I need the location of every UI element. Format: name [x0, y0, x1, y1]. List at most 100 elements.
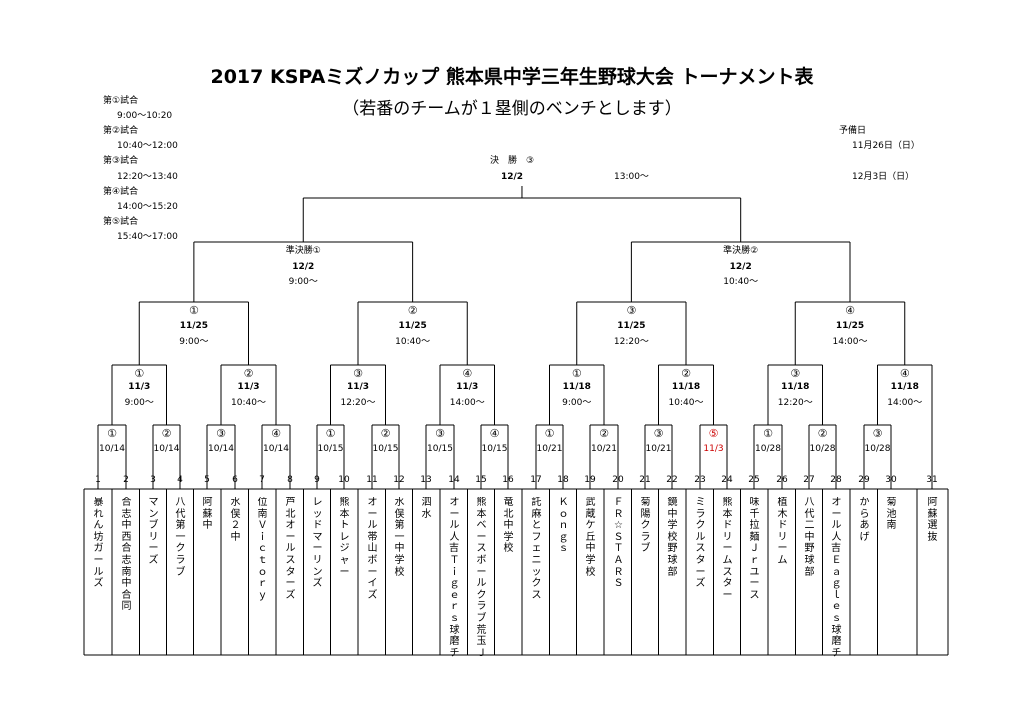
round1-match-date: 10/21 [536, 444, 563, 454]
reserve-date: 12月3日（日） [852, 172, 915, 182]
round1-match-date: 10/14 [153, 444, 180, 454]
quarterfinal-date: 11/25 [179, 321, 209, 331]
team-name: 鏡中学校野球部 [667, 497, 678, 578]
team-number: 3 [150, 475, 156, 485]
team-name: 竜北中学校 [503, 497, 514, 555]
team-name: 託麻とフェニックス [531, 497, 542, 601]
team-name: 芦北オールスターズ [285, 497, 296, 601]
round16-match-mark: ④ [462, 367, 473, 380]
round16-match-date: 11/3 [128, 382, 151, 392]
round1-match-mark: ① [544, 427, 555, 440]
round1-match-date: 10/15 [317, 444, 344, 454]
team-name: 合志中西合志南中合同 [121, 497, 132, 613]
round16-match-time: 14:00～ [887, 398, 923, 408]
team-name: 阿蘇選抜 [927, 497, 938, 543]
team-number: 11 [366, 475, 378, 485]
team-name: 熊本ドリームスター [722, 497, 733, 601]
round16-match-time: 10:40～ [231, 398, 266, 408]
round16-match-date: 11/18 [671, 382, 701, 392]
team-name: 熊本トレジャー [339, 497, 350, 578]
round1-match-mark: ④ [489, 427, 500, 440]
schedule-time: 12:20～13:40 [117, 172, 178, 182]
round1-match-mark: ② [161, 427, 172, 440]
schedule-label: 第①試合 [103, 96, 139, 106]
quarterfinal-time: 9:00～ [179, 337, 209, 347]
round16-match-time: 9:00～ [124, 398, 154, 408]
round16-match-time: 12:20～ [777, 398, 813, 408]
semifinal-label: 準決勝① [285, 246, 321, 256]
round1-match-mark: ② [380, 427, 391, 440]
team-number: 30 [885, 475, 897, 485]
team-name: オール人吉・Ｅａｇｌｅｓ球磨チーム絆 [831, 497, 842, 657]
round1-match-date: 10/21 [645, 444, 672, 454]
team-name: 菊陽クラブ [640, 497, 651, 555]
schedule-time: 9:00～10:20 [117, 111, 173, 121]
team-name: 位南Ｖｉｃｔｏｒｙ [257, 497, 268, 601]
schedule-label: 第⑤試合 [103, 217, 139, 227]
team-number: 1 [95, 475, 101, 485]
team-name: ＦＲ☆ＳＴＡＲＳ [613, 497, 624, 590]
semifinal-time: 10:40～ [723, 277, 759, 287]
team-name: 暴れん坊ガールズ [93, 497, 104, 590]
round16-match-mark: ② [243, 367, 254, 380]
team-number: 27 [803, 475, 815, 485]
round16-match-mark: ② [681, 367, 691, 380]
team-number: 16 [502, 475, 514, 485]
round16-match-mark: ③ [790, 367, 801, 380]
round1-match-mark: ③ [435, 427, 445, 440]
team-number: 6 [232, 475, 238, 485]
semifinal-date: 12/2 [729, 262, 752, 272]
team-number: 19 [584, 475, 596, 485]
schedule-label: 第③試合 [103, 156, 139, 166]
quarterfinal-date: 11/25 [835, 321, 865, 331]
team-name: オール帯山ボーイズ [367, 497, 378, 601]
team-number: 15 [475, 475, 487, 485]
page-subtitle: （若番のチームが１塁側のベンチとします） [342, 99, 682, 119]
round16-match-mark: ① [134, 367, 145, 380]
round1-match-date: 10/15 [427, 444, 453, 454]
team-name: レッドマーリンズ [312, 497, 323, 590]
round1-match-date: 11/3 [703, 444, 724, 454]
team-number: 31 [926, 475, 938, 485]
reserve-label: 予備日 [839, 126, 867, 136]
round1-match-date: 10/15 [481, 444, 508, 454]
final-time: 13:00～ [614, 172, 649, 182]
team-name: 阿蘇中 [202, 497, 213, 532]
team-number: 29 [858, 475, 870, 485]
team-name: Ｋｏｎｇｓ [558, 497, 569, 555]
round16-match-date: 11/18 [890, 382, 919, 392]
round16-match-date: 11/3 [237, 382, 260, 392]
round1-match-mark: ③ [216, 427, 226, 440]
team-number: 25 [748, 475, 760, 485]
team-name: ミラクルスターズ [695, 497, 706, 590]
team-number: 10 [338, 475, 350, 485]
quarterfinal-date: 11/25 [398, 321, 427, 331]
schedule-label: 第②試合 [103, 126, 139, 136]
round16-match-time: 10:40～ [668, 398, 704, 408]
team-name: 植木ドリーム [777, 497, 788, 566]
team-number: 14 [448, 475, 460, 485]
schedule-time: 10:40～12:00 [117, 141, 178, 151]
team-number: 17 [530, 475, 542, 485]
team-number: 21 [639, 475, 651, 485]
semifinal-label: 準決勝② [723, 246, 759, 256]
team-name: 味千拉麺Ｊｒユース [749, 497, 760, 601]
round1-match-date: 10/28 [809, 444, 836, 454]
team-name: マンブリーズ [148, 497, 159, 566]
team-name: 武蔵ケ丘中学校 [585, 497, 596, 578]
round1-match-date: 10/15 [372, 444, 399, 454]
team-number: 23 [694, 475, 706, 485]
round16-match-time: 14:00～ [449, 398, 485, 408]
schedule-time: 14:00～15:20 [117, 202, 178, 212]
team-name: 八代二中野球部 [804, 497, 815, 578]
round16-match-date: 11/18 [562, 382, 591, 392]
round1-match-date: 10/21 [591, 444, 617, 454]
team-number: 13 [420, 475, 432, 485]
team-number: 4 [177, 475, 183, 485]
round1-match-mark: ① [107, 427, 117, 440]
team-number: 2 [123, 475, 129, 485]
quarterfinal-time: 12:20～ [613, 337, 649, 347]
team-number: 20 [612, 475, 624, 485]
schedule-time: 15:40～17:00 [117, 232, 178, 242]
